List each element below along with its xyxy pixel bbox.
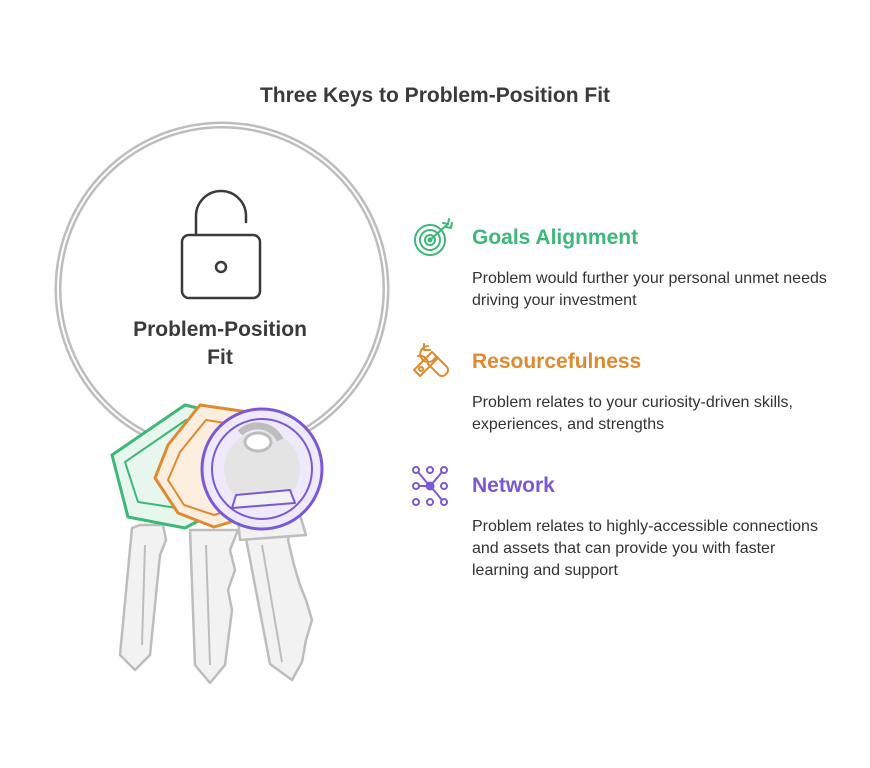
ring-loop [237, 422, 284, 442]
wrench-icon [410, 342, 458, 382]
padlock-icon [180, 189, 262, 300]
diagram-title: Three Keys to Problem-Position Fit [259, 84, 611, 107]
key-hole [243, 431, 273, 453]
network-icon [410, 466, 458, 506]
purple-key [200, 407, 324, 682]
center-label-line2: Fit [207, 346, 233, 369]
key-item-network: Network Problem relates to highly-access… [410, 466, 830, 582]
goals-heading: Goals Alignment [472, 226, 639, 249]
center-label-line1: Problem-Position [133, 318, 307, 341]
target-icon [410, 218, 458, 258]
key-item-goals: Goals Alignment Problem would further yo… [410, 218, 830, 312]
network-description: Problem relates to highly-accessible con… [472, 518, 818, 579]
key-ring [54, 121, 390, 457]
goals-description: Problem would further your personal unme… [472, 270, 827, 309]
resourcefulness-description: Problem relates to your curiosity-driven… [472, 394, 793, 433]
network-heading: Network [472, 474, 555, 497]
resourcefulness-heading: Resourcefulness [472, 350, 642, 373]
key-item-resourcefulness: Resourcefulness Problem relates to your … [410, 342, 830, 436]
center-label: Problem-Position Fit [100, 316, 340, 372]
